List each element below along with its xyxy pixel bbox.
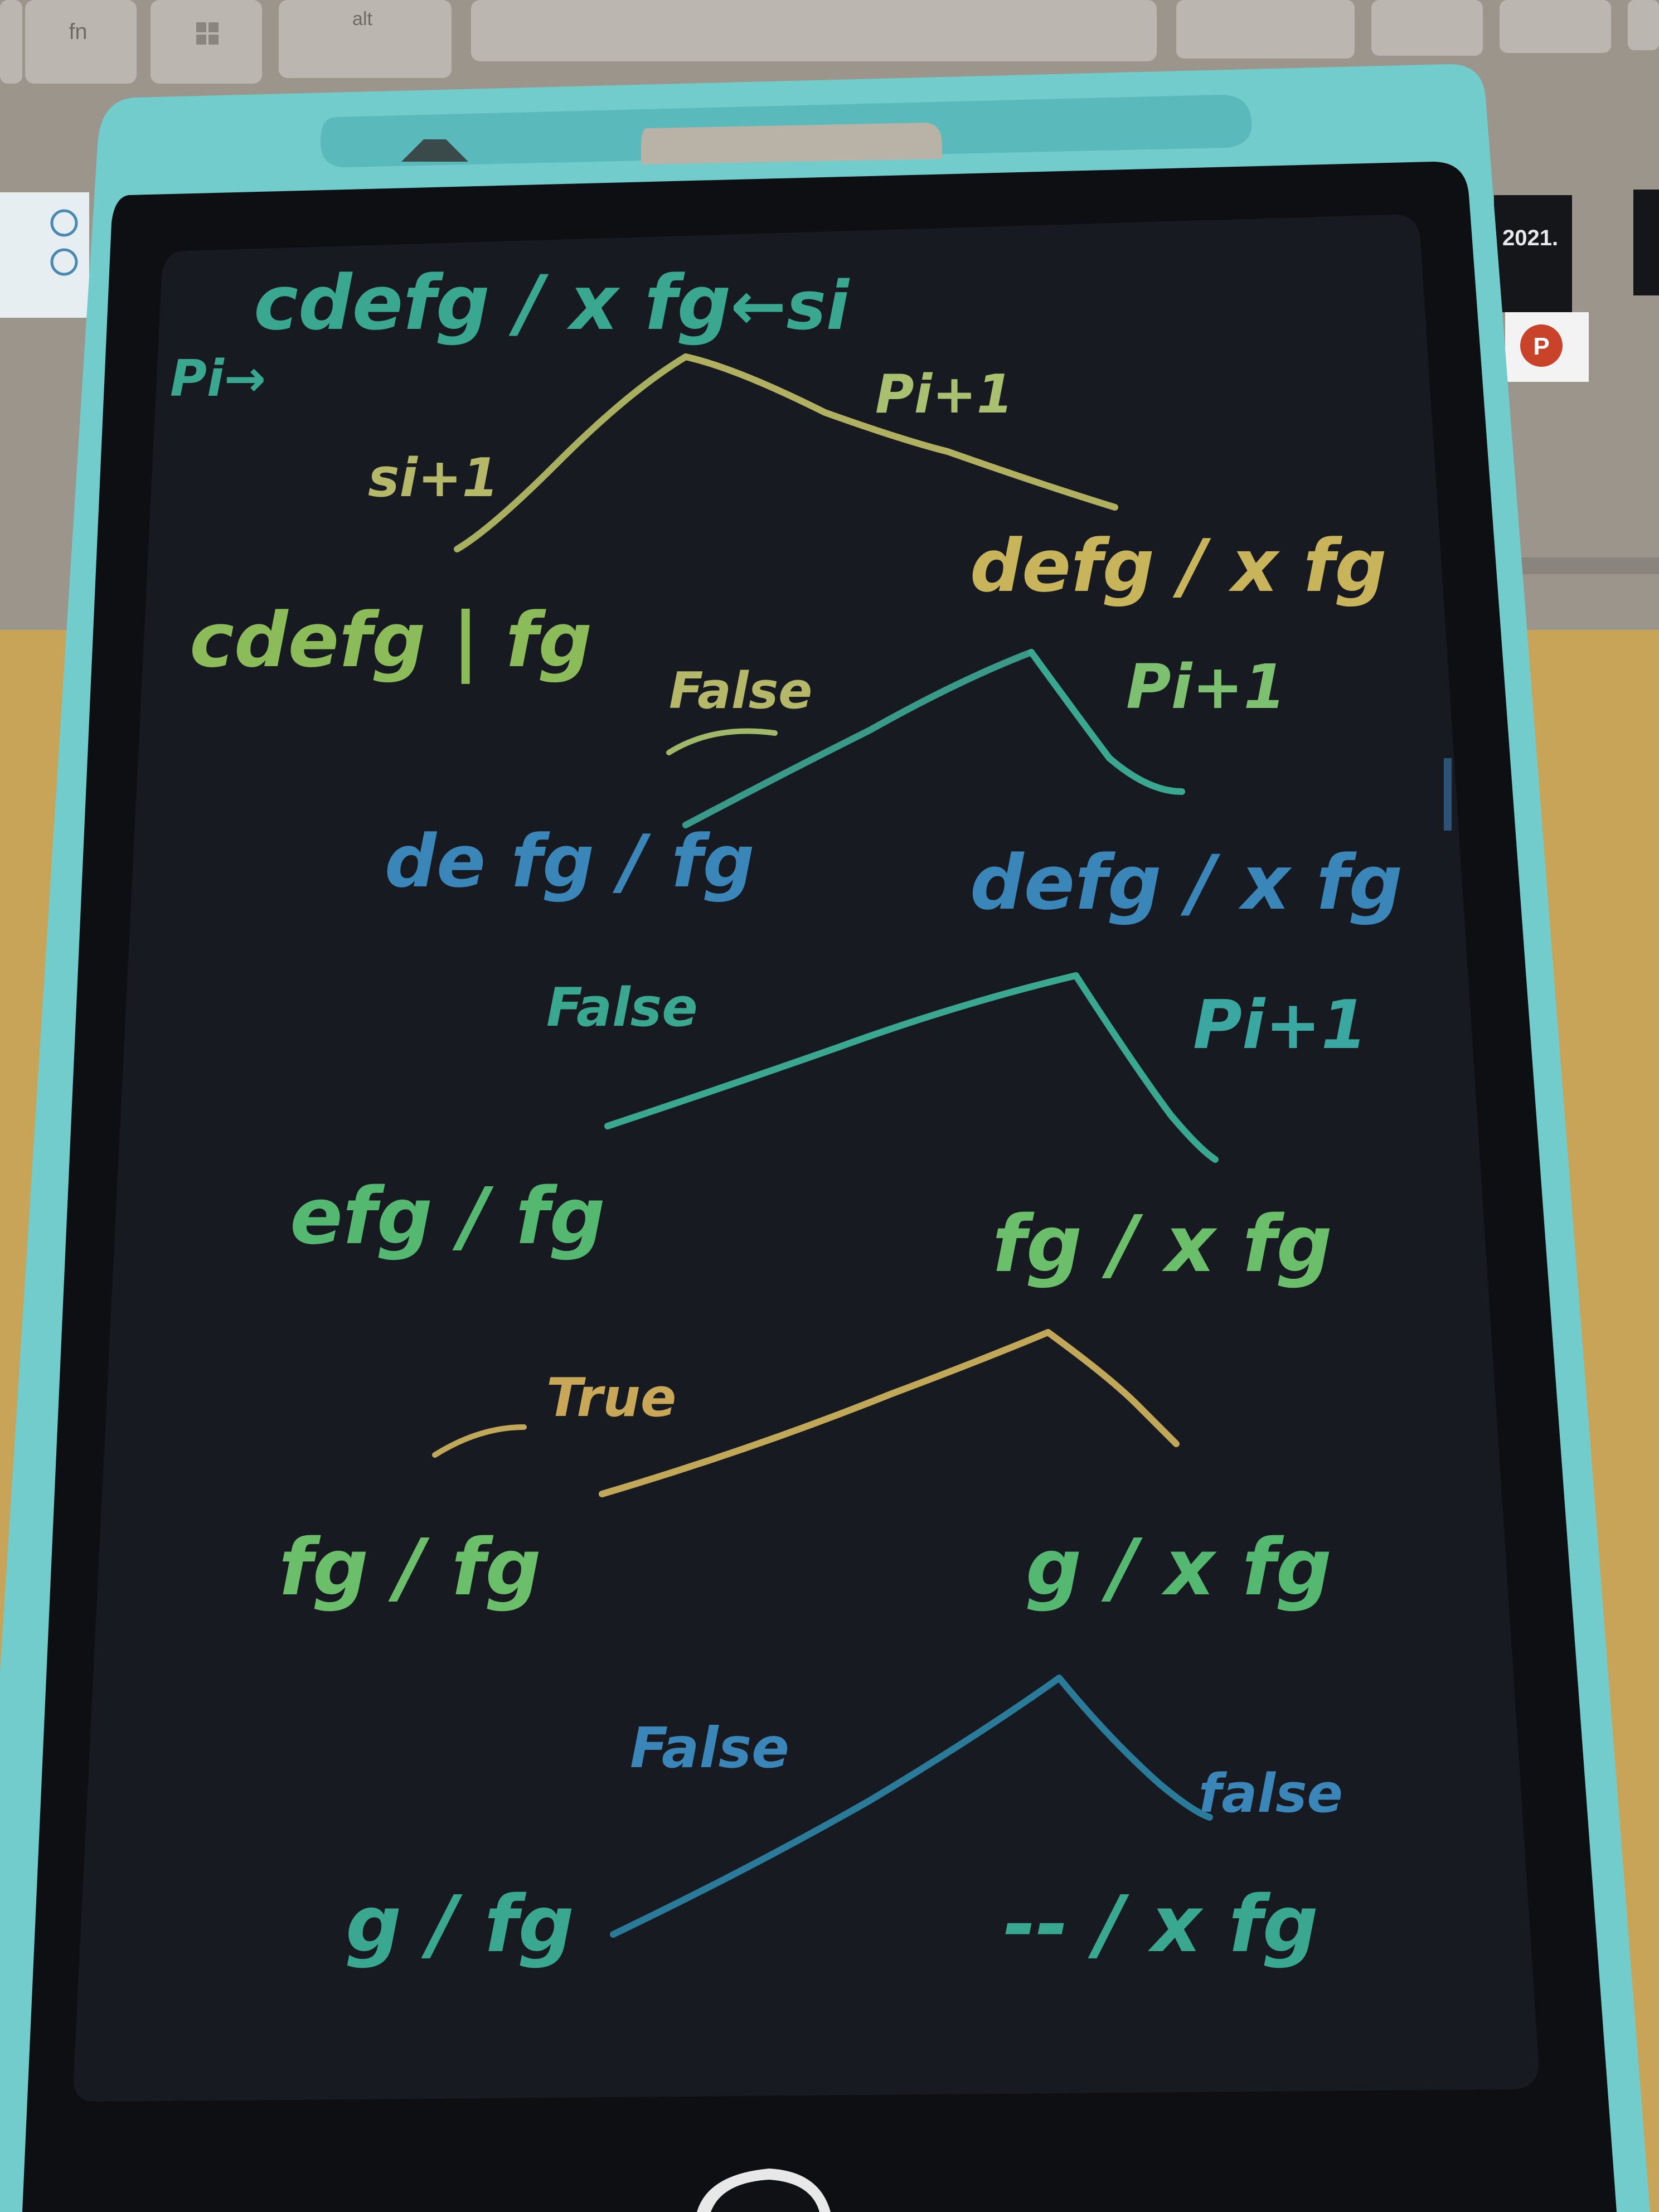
powerpoint-icon <box>1520 324 1563 367</box>
edge-label-false-d: false <box>1199 1763 1343 1825</box>
edge-l2-left <box>604 972 1079 1129</box>
edge-l1-left <box>682 649 1035 828</box>
edge-label-false-c: False <box>630 1715 789 1781</box>
edge-l4-left <box>610 1675 1063 1938</box>
lcd-screen <box>73 215 1539 2102</box>
edge-l3-left <box>599 1329 1051 1497</box>
root-arrow-si: ←si <box>730 268 850 345</box>
node-l2-right: defg / x fg <box>970 839 1403 926</box>
node-l5-right: -- / x fg <box>1003 1879 1318 1970</box>
node-l2-left: de fg / fg <box>385 819 755 904</box>
fn-key <box>25 0 137 84</box>
edge-label-pi-plus-1-c: Pi+1 <box>1193 987 1367 1064</box>
edge-label-pi-plus-1-a: Pi+1 <box>875 364 1013 425</box>
node-l4-left: fg / fg <box>279 1522 541 1613</box>
node-l4-right: g / x fg <box>1026 1522 1332 1613</box>
windows-icon <box>196 22 219 45</box>
node-l1-right: defg / x fg <box>970 523 1387 608</box>
edge-label-false-b: False <box>546 977 698 1039</box>
keyboard: fn alt <box>0 0 1659 84</box>
edge-root-right <box>682 353 1118 511</box>
alt-key <box>279 0 452 78</box>
stylus-clip <box>401 139 468 162</box>
edge-root-left <box>454 353 689 552</box>
node-l5-left: g / fg <box>346 1879 574 1970</box>
node-l3-left: efg / fg <box>290 1171 605 1262</box>
node-l1-left: cdefg | fg <box>190 596 592 684</box>
node-root: cdefg / x fg <box>254 259 731 347</box>
svg-text:P: P <box>1533 333 1549 360</box>
space-key <box>471 0 1157 61</box>
edge-l1-right <box>1028 649 1185 795</box>
edge-label-false-a: False <box>669 662 812 720</box>
edge-l2-right <box>1073 972 1219 1163</box>
edge-label-true: True <box>546 1367 676 1429</box>
label-p-arrow: Pi→ <box>170 350 266 408</box>
alt-key-label: alt <box>352 8 372 30</box>
laptop-sticker-right <box>1494 195 1572 312</box>
edge-label-si-plus-1: si+1 <box>368 448 499 509</box>
edge-l4-right <box>1056 1675 1213 1821</box>
fn-key-label: fn <box>69 20 87 44</box>
sticker-text: 2021. <box>1502 226 1558 250</box>
edge-label-pi-plus-1-b: Pi+1 <box>1126 651 1286 722</box>
edge-l3-right <box>1045 1329 1180 1447</box>
handwriting: Pi→ cdefg / x fg ←si si+1 Pi+1 cdefg | f… <box>170 259 1403 1970</box>
node-l3-right: fg / x fg <box>992 1199 1332 1290</box>
